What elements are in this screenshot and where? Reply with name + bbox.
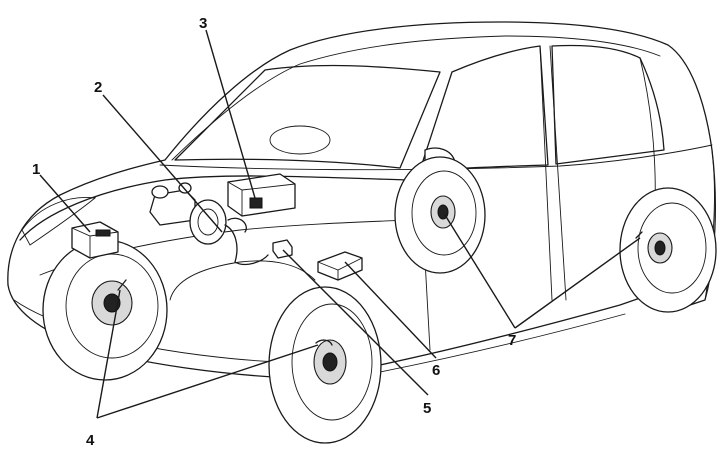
- callout-3: 3: [199, 15, 207, 32]
- leader-1: [39, 174, 91, 233]
- leader-4b: [96, 344, 319, 419]
- leader-5: [282, 249, 429, 396]
- front-right-wheel: [268, 286, 382, 444]
- callout-6: 6: [432, 362, 440, 379]
- rear-left-wheel: [394, 156, 486, 274]
- abs-ecu: [227, 173, 296, 217]
- callout-5: 5: [423, 400, 431, 417]
- front-fender-line: [169, 260, 316, 301]
- leader-3: [205, 29, 256, 199]
- side-sill: [379, 297, 641, 366]
- brake-master-cylinder: [149, 182, 269, 266]
- callout-numbers: 1 2 3 4 5 6 7: [32, 15, 516, 449]
- leader-6: [344, 261, 437, 359]
- leader-7a: [444, 214, 516, 329]
- side-sill-lower: [379, 313, 626, 373]
- b-pillar: [539, 45, 553, 301]
- callout-1: 1: [32, 161, 40, 178]
- steering-wheel: [269, 125, 331, 155]
- leader-4a: [96, 289, 121, 419]
- belt-line: [159, 144, 713, 171]
- side-window-rear: [551, 44, 665, 165]
- headlight: [21, 197, 97, 246]
- callout-2: 2: [94, 79, 102, 96]
- leader-2: [102, 94, 223, 233]
- callout-7: 7: [508, 332, 516, 349]
- windshield: [174, 64, 441, 169]
- abs-relay-bracket: [317, 251, 363, 281]
- front-left-wheel: [42, 239, 168, 381]
- leader-lines: [39, 29, 641, 419]
- leader-7b: [514, 237, 641, 329]
- b-pillar-2: [549, 45, 567, 301]
- hood: [19, 175, 411, 241]
- rear-right-wheel: [619, 187, 717, 313]
- roof-line: [171, 35, 661, 161]
- callout-4: 4: [86, 432, 95, 449]
- abs-actuator-unit: [71, 221, 119, 259]
